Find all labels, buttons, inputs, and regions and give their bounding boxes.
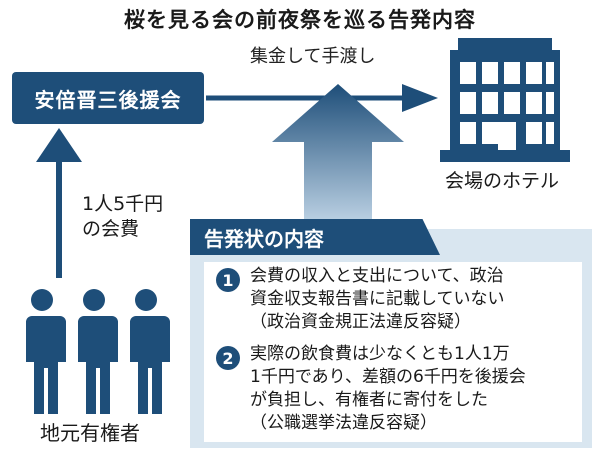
support-group-box: 安倍晋三後援会: [12, 72, 204, 124]
complaint-item-1-line: 資金収支報告書に記載していない: [250, 289, 505, 309]
money-flow-arrow: [206, 84, 438, 112]
page-title: 桜を見る会の前夜祭を巡る告発内容: [124, 8, 476, 32]
complaint-item-1-line: 会費の収入と支出について、政治: [250, 266, 504, 286]
complaint-item-2: 実際の飲食費は少なくとも1人1万 1千円であり、差額の6千円を後援会 が負担し、…: [250, 343, 526, 435]
upward-gradient-arrow: [272, 84, 404, 220]
fee-label-line1: 1人5千円: [82, 193, 164, 215]
hotel-building-icon: [440, 38, 570, 162]
complaint-item-2-line: 実際の飲食費は少なくとも1人1万: [250, 344, 510, 364]
item-2-number-badge: 2: [216, 346, 240, 370]
fee-label-line2: の会費: [82, 218, 140, 240]
fee-label: 1人5千円 の会費: [82, 192, 163, 242]
money-flow-label: 集金して手渡し: [250, 46, 376, 67]
complaint-item-2-line: 1千円であり、差額の6千円を後援会: [250, 367, 526, 387]
complaint-header: 告発状の内容: [190, 219, 440, 255]
voters-label: 地元有権者: [40, 421, 140, 445]
item-1-number-badge: 1: [216, 268, 240, 292]
fee-flow-arrow: [36, 128, 82, 278]
complaint-item-2-line: （公職選挙法違反容疑）: [250, 413, 437, 433]
complaint-content-box: [204, 262, 582, 442]
complaint-item-1: 会費の収入と支出について、政治 資金収支報告書に記載していない （政治資金規正法…: [250, 265, 505, 334]
hotel-label: 会場のホテル: [444, 170, 559, 192]
complaint-item-2-line: が負担し、有権者に寄付をした: [250, 390, 488, 410]
voters-people-icon: [24, 289, 170, 414]
complaint-item-1-line: （政治資金規正法違反容疑）: [250, 312, 471, 332]
